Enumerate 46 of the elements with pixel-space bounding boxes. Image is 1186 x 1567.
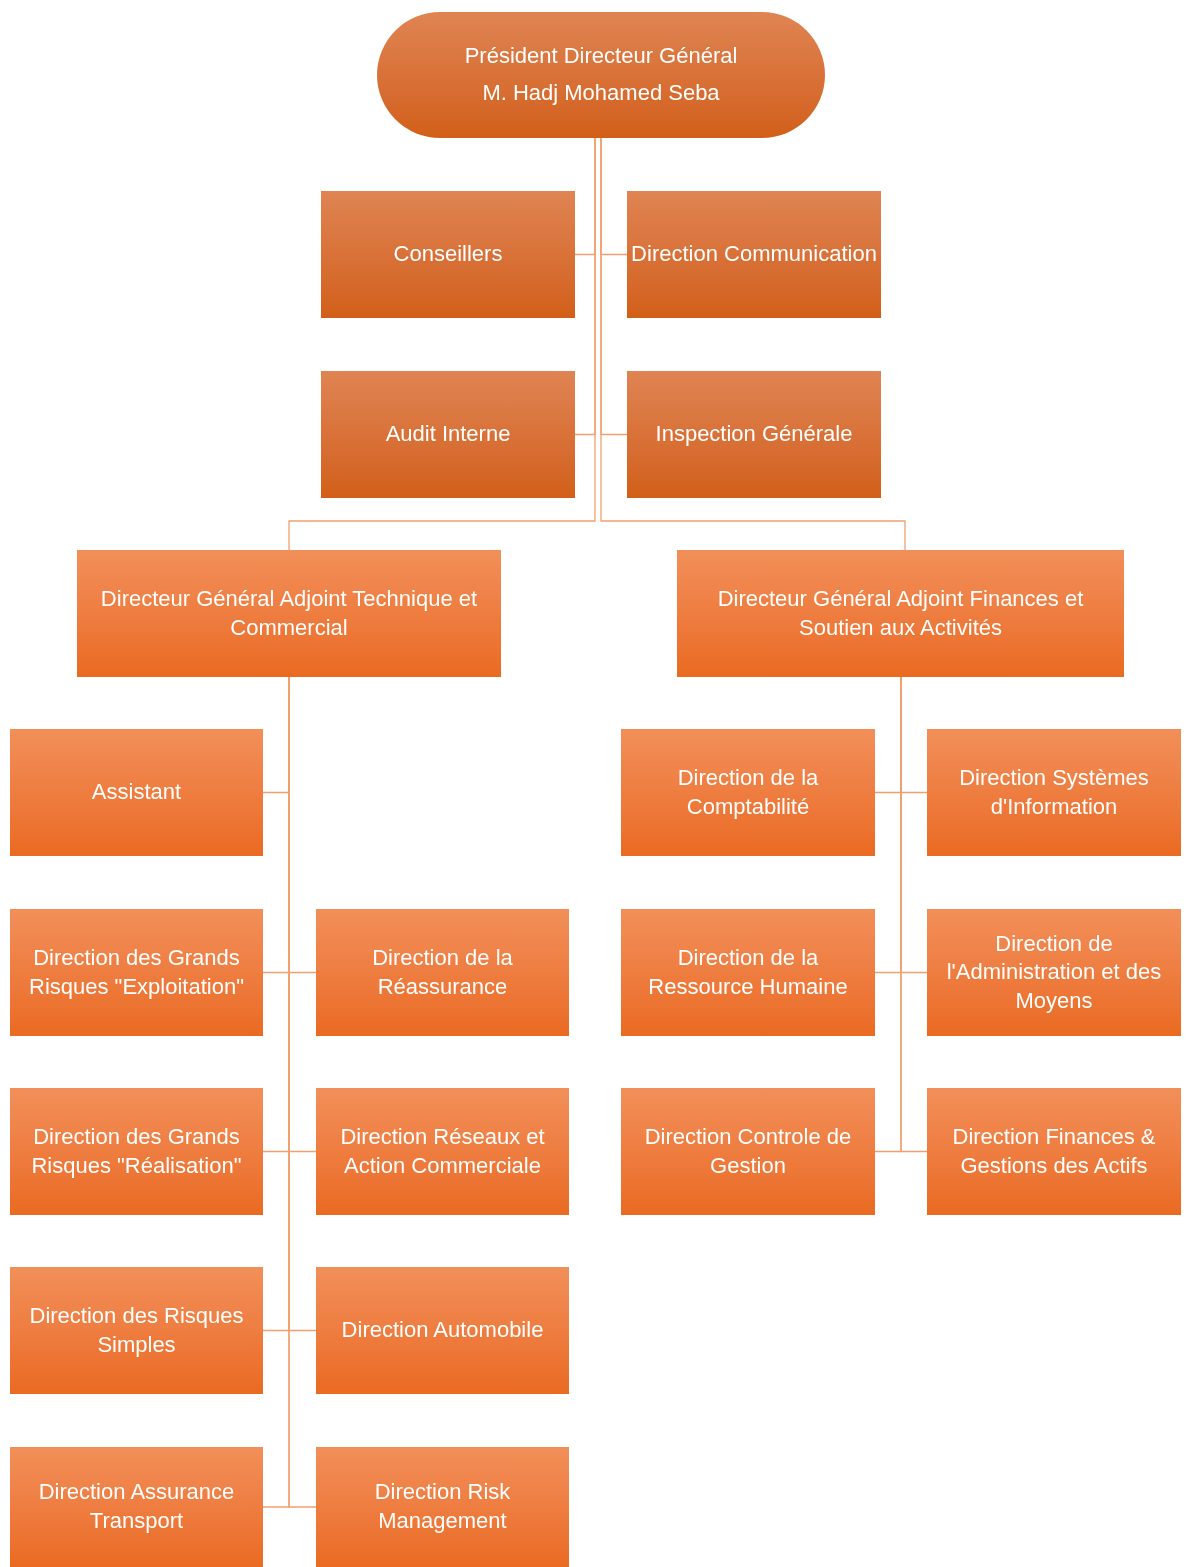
box-text: Direction Controle de Gestion bbox=[643, 1122, 853, 1180]
box-text: Direction de l'Administration et des Moyens bbox=[945, 929, 1163, 1015]
box-text: Inspection Générale bbox=[655, 420, 853, 449]
org-box bbox=[677, 550, 1124, 677]
org-box bbox=[927, 1088, 1181, 1215]
box-text: Direction des Grands Risques "Réalisation" bbox=[30, 1122, 243, 1180]
box-text: Directeur Général Adjoint Finances et Soutien aux Activités bbox=[716, 584, 1085, 642]
box-text: Direction des Grands Risques "Exploitation" bbox=[28, 943, 245, 1001]
box-text: Direction Assurance Transport bbox=[37, 1478, 236, 1535]
box-text: Direction de la Réassurance bbox=[371, 943, 514, 1001]
org-box bbox=[321, 191, 575, 318]
org-box bbox=[927, 909, 1181, 1036]
box-text: Direction Automobile bbox=[341, 1316, 544, 1345]
org-box bbox=[10, 909, 263, 1036]
box-text: Direction Réseaux et Action Commerciale bbox=[339, 1122, 546, 1180]
box-text: Direction Communication bbox=[631, 240, 877, 269]
org-box bbox=[621, 729, 875, 856]
box-text: Direction de la Ressource Humaine bbox=[647, 943, 849, 1001]
box-text: Président Directeur Général bbox=[464, 42, 738, 71]
box-text: Conseillers bbox=[393, 240, 503, 269]
org-box bbox=[10, 729, 263, 856]
org-box bbox=[77, 550, 501, 677]
org-box bbox=[10, 1447, 263, 1567]
org-box bbox=[316, 1088, 569, 1215]
org-box bbox=[10, 1088, 263, 1215]
box-text: Direction Systèmes d'Information bbox=[958, 763, 1150, 821]
box-text: Direction Finances & Gestions des Actifs bbox=[951, 1122, 1157, 1180]
connector-line bbox=[600, 137, 906, 551]
org-box bbox=[10, 1267, 263, 1394]
org-box bbox=[321, 371, 575, 498]
org-box bbox=[621, 909, 875, 1036]
box-text: M. Hadj Mohamed Seba bbox=[482, 79, 720, 107]
box-text: Direction Risk Management bbox=[373, 1478, 512, 1535]
box-text: Direction de la Comptabilité bbox=[676, 763, 820, 821]
org-box bbox=[316, 909, 569, 1036]
org-box bbox=[627, 191, 881, 318]
box-text: Audit Interne bbox=[385, 420, 511, 449]
org-box bbox=[316, 1267, 569, 1394]
connector-line bbox=[288, 137, 596, 551]
org-box bbox=[316, 1447, 569, 1567]
org-box bbox=[927, 729, 1181, 856]
box-text: Assistant bbox=[91, 778, 182, 807]
org-box bbox=[627, 371, 881, 498]
box-text: Direction des Risques Simples bbox=[28, 1301, 245, 1359]
org-box bbox=[621, 1088, 875, 1215]
box-text: Directeur Général Adjoint Technique et Commercial bbox=[99, 584, 479, 642]
